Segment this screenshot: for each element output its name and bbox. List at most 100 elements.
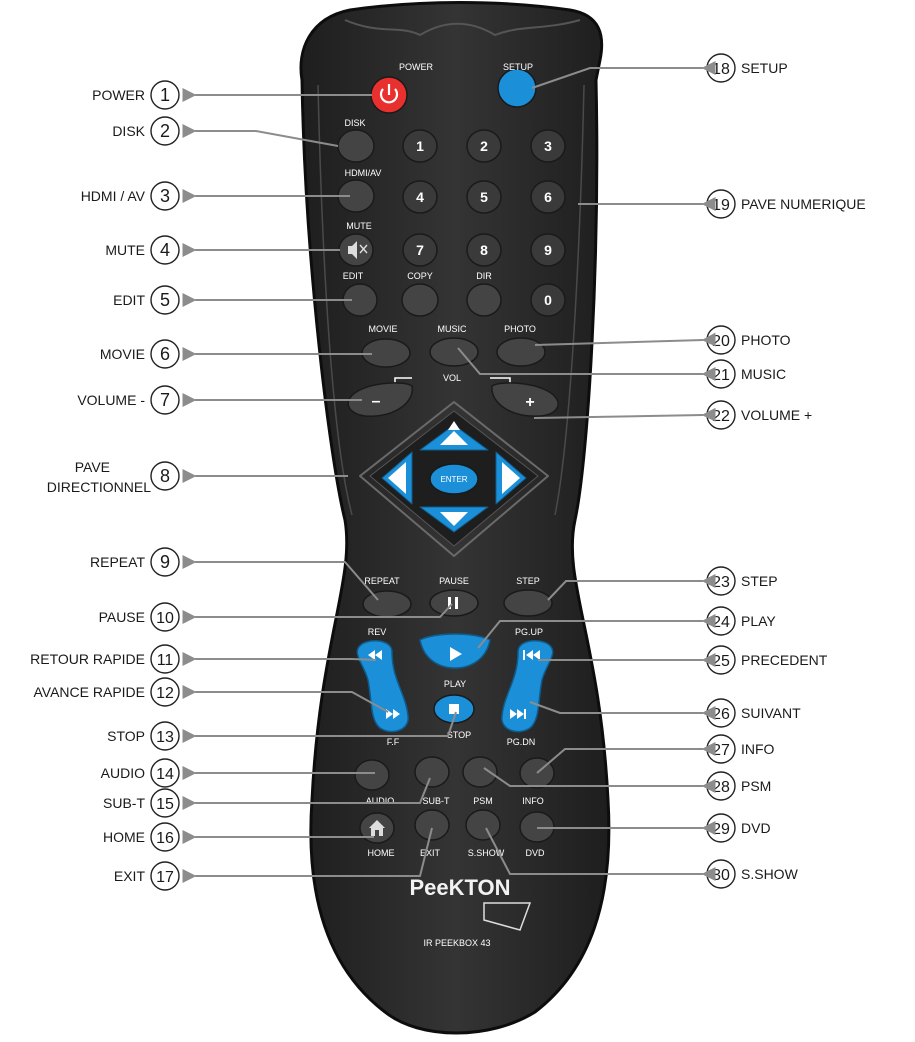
callout-22: 22 VOLUME +: [533, 400, 812, 430]
volume-plus-label: +: [525, 394, 534, 411]
setup-button[interactable]: [497, 68, 537, 108]
enter-button[interactable]: [429, 463, 479, 495]
brand-logo: PeeKTON: [409, 875, 510, 900]
setup-label: SETUP: [503, 62, 533, 72]
dir-label: DIR: [476, 271, 492, 281]
leader-line: [182, 652, 377, 666]
exit-label: EXIT: [420, 848, 441, 858]
rev-ff-button-group[interactable]: [356, 639, 409, 733]
callout-label: VOLUME +: [741, 407, 812, 423]
repeat-button[interactable]: [362, 590, 412, 618]
arrow-right-icon: [502, 462, 520, 494]
callout-label: MOVIE: [100, 346, 145, 362]
callout-number: 7: [160, 390, 170, 410]
arrow-down-icon: [440, 512, 468, 526]
callout-number: 12: [156, 685, 174, 702]
leader-line: [533, 407, 716, 422]
callout-18: 18 SETUP: [531, 53, 788, 89]
exit-button[interactable]: [414, 809, 450, 841]
pause-label: PAUSE: [439, 576, 469, 586]
s-show-button[interactable]: [465, 809, 501, 841]
digit-button-9[interactable]: [530, 233, 566, 267]
digit-button-2[interactable]: [466, 129, 502, 163]
callout-number: 8: [160, 466, 170, 486]
callout-number: 19: [712, 197, 730, 214]
callout-number-circle: [150, 385, 180, 415]
leader-line: [485, 827, 716, 881]
arrow-left-icon: [388, 462, 406, 494]
callout-label: MUTE: [105, 242, 145, 258]
digit-button-0[interactable]: [530, 283, 566, 317]
page-up-down-button-group[interactable]: [501, 639, 554, 733]
digit-label-1: 1: [416, 138, 424, 154]
callout-number-circle: [150, 788, 180, 818]
digit-button-3[interactable]: [530, 129, 566, 163]
digit-button-6[interactable]: [530, 180, 566, 214]
disk-button[interactable]: [337, 129, 375, 163]
home-label: HOME: [368, 848, 395, 858]
callout-number: 15: [156, 796, 174, 813]
digit-button-7[interactable]: [402, 233, 438, 267]
brand-logo-shape: [483, 902, 532, 931]
callout-number: 22: [712, 408, 730, 425]
callout-21: 21 MUSIC: [457, 347, 786, 389]
callout-label: EXIT: [114, 868, 146, 884]
callout-number: 18: [712, 61, 730, 78]
callout-number-circle: [150, 721, 180, 751]
digit-button-1[interactable]: [402, 129, 438, 163]
music-label: MUSIC: [438, 324, 468, 334]
callout-number: 27: [712, 742, 730, 759]
digit-label-0: 0: [544, 292, 552, 308]
callout-number-circle: [150, 822, 180, 852]
callout-label: AVANCE RAPIDE: [33, 684, 145, 700]
leader-line: [182, 555, 379, 601]
enter-label: ENTER: [440, 475, 467, 484]
dpad-ring: [359, 401, 549, 557]
callout-number: 21: [712, 367, 730, 384]
psm-button[interactable]: [462, 756, 498, 788]
mute-cross: [359, 244, 368, 254]
leader-line: [477, 614, 716, 649]
volume-plus-button[interactable]: [491, 382, 559, 417]
sub-t-button[interactable]: [414, 756, 450, 788]
callout-number-circle: [150, 547, 180, 577]
digit-button-4[interactable]: [402, 180, 438, 214]
callout-label: MUSIC: [741, 366, 786, 382]
leader-line: [534, 332, 716, 347]
dir-button[interactable]: [466, 283, 502, 317]
psm-label: PSM: [473, 796, 493, 806]
callout-number-circle: [150, 677, 180, 707]
callout-label: REPEAT: [90, 554, 145, 570]
vol-label: VOL: [443, 373, 461, 383]
digit-label-6: 6: [544, 189, 552, 205]
arrow-up-icon: [440, 421, 468, 445]
callout-number: 16: [156, 830, 174, 847]
photo-button[interactable]: [496, 337, 546, 367]
callout-label: VOLUME -: [77, 392, 145, 408]
callout-label: PAVE: [75, 459, 110, 475]
volume-minus-button[interactable]: [347, 382, 413, 417]
pause-button[interactable]: [429, 589, 479, 617]
digit-button-5[interactable]: [466, 180, 502, 214]
callout-label: SETUP: [741, 60, 788, 76]
callout-label-line2: DIRECTIONNEL: [47, 479, 151, 495]
callout-number: 20: [712, 333, 730, 350]
digit-button-8[interactable]: [466, 233, 502, 267]
leader-line: [536, 742, 716, 774]
step-button[interactable]: [503, 589, 553, 617]
copy-button[interactable]: [401, 283, 439, 317]
copy-label: COPY: [407, 271, 433, 281]
audio-button[interactable]: [354, 759, 390, 791]
